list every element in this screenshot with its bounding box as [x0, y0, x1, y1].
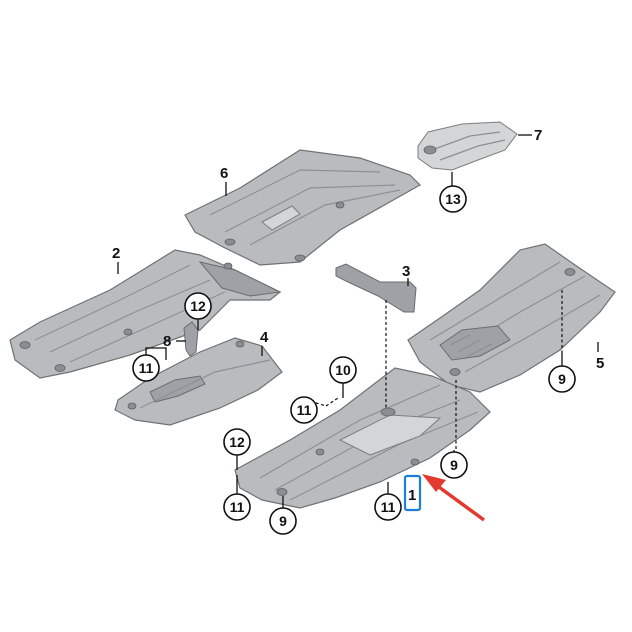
callout-12-lower: 12	[223, 428, 251, 470]
part-1-highlight-box	[403, 474, 422, 512]
part-5-panel	[407, 243, 616, 393]
label-part-2: 2	[112, 245, 120, 262]
label-part-5: 5	[596, 355, 604, 372]
label-part-7: 7	[534, 127, 542, 144]
part-8-bracket	[183, 321, 199, 357]
label-part-8: 8	[163, 333, 171, 350]
svg-text:9: 9	[279, 513, 287, 529]
part-1-panel	[234, 367, 491, 509]
svg-text:11: 11	[297, 402, 312, 418]
callout-13: 13	[439, 185, 467, 213]
svg-text:11: 11	[230, 499, 245, 515]
svg-text:13: 13	[445, 191, 461, 207]
svg-text:9: 9	[450, 457, 458, 473]
svg-text:12: 12	[190, 298, 206, 314]
label-part-1: 1	[408, 487, 416, 504]
red-arrow-icon	[422, 474, 486, 522]
callout-11-lower-center: 11	[374, 482, 402, 521]
svg-text:11: 11	[139, 360, 154, 376]
part-6-panel	[184, 149, 421, 266]
label-part-4: 4	[260, 329, 269, 346]
label-part-3: 3	[402, 263, 410, 280]
callout-11-left: 11	[132, 347, 167, 382]
svg-text:12: 12	[229, 434, 245, 450]
callout-11-center: 11	[290, 396, 318, 424]
callout-9-right: 9	[548, 352, 576, 393]
part-3-strip	[335, 263, 417, 313]
svg-text:9: 9	[558, 371, 566, 387]
callout-9-lower-left: 9	[269, 496, 297, 535]
callout-11-lower-left: 11	[223, 475, 251, 521]
label-part-6: 6	[220, 165, 228, 182]
svg-text:10: 10	[335, 362, 351, 378]
svg-text:11: 11	[381, 499, 396, 515]
callout-9-center-right: 9	[440, 450, 468, 479]
part-7-cover	[417, 121, 518, 171]
part-4-panel	[114, 337, 283, 426]
callout-10: 10	[329, 356, 357, 398]
part-2-panel	[9, 249, 282, 379]
callout-12-upper: 12	[184, 292, 212, 330]
